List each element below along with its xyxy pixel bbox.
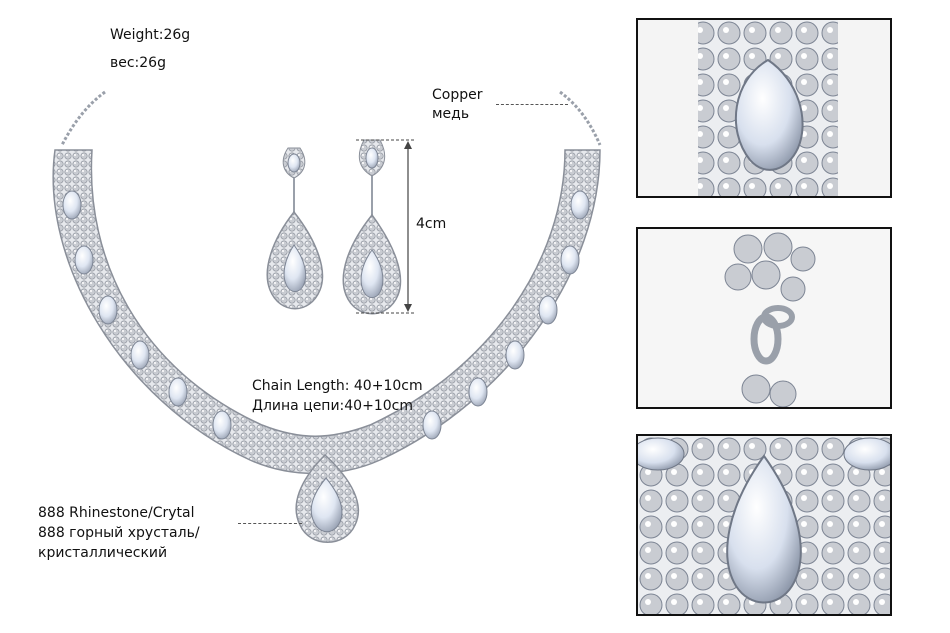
chain-right xyxy=(559,90,602,146)
weight-label-en: Weight:26g xyxy=(110,27,191,43)
stone-label-line2: 888 горный хрусталь/ xyxy=(38,525,200,541)
detail-panel-earring-top xyxy=(636,18,892,198)
jewelry-set-image xyxy=(52,90,602,543)
material-label-en: Copper xyxy=(432,87,483,103)
material-leader-line xyxy=(496,104,568,105)
detail-panel-clasp xyxy=(636,227,892,409)
pendant-stone xyxy=(310,477,343,533)
chain-length-label-ru: Длина цепи:40+10cm xyxy=(252,398,413,414)
earring-length-label: 4cm xyxy=(416,216,447,232)
clasp-link-closeup-image xyxy=(638,229,890,407)
chain-length-label-en: Chain Length: 40+10cm xyxy=(252,378,423,394)
earring-left xyxy=(266,147,324,310)
stone-label-line3: кристаллический xyxy=(38,545,168,561)
weight-label-ru: вес:26g xyxy=(110,55,166,71)
earring-top-closeup-image xyxy=(638,20,890,196)
necklace-band xyxy=(52,149,601,475)
stone-leader-line xyxy=(238,523,302,524)
material-label-ru: медь xyxy=(432,106,470,122)
earring-right xyxy=(342,139,402,315)
chain-left xyxy=(60,90,106,146)
detail-panel-pendant xyxy=(636,434,892,616)
pendant-stone-closeup-image xyxy=(638,436,890,614)
stone-label-line1: 888 Rhinestone/Crytal xyxy=(38,505,195,521)
